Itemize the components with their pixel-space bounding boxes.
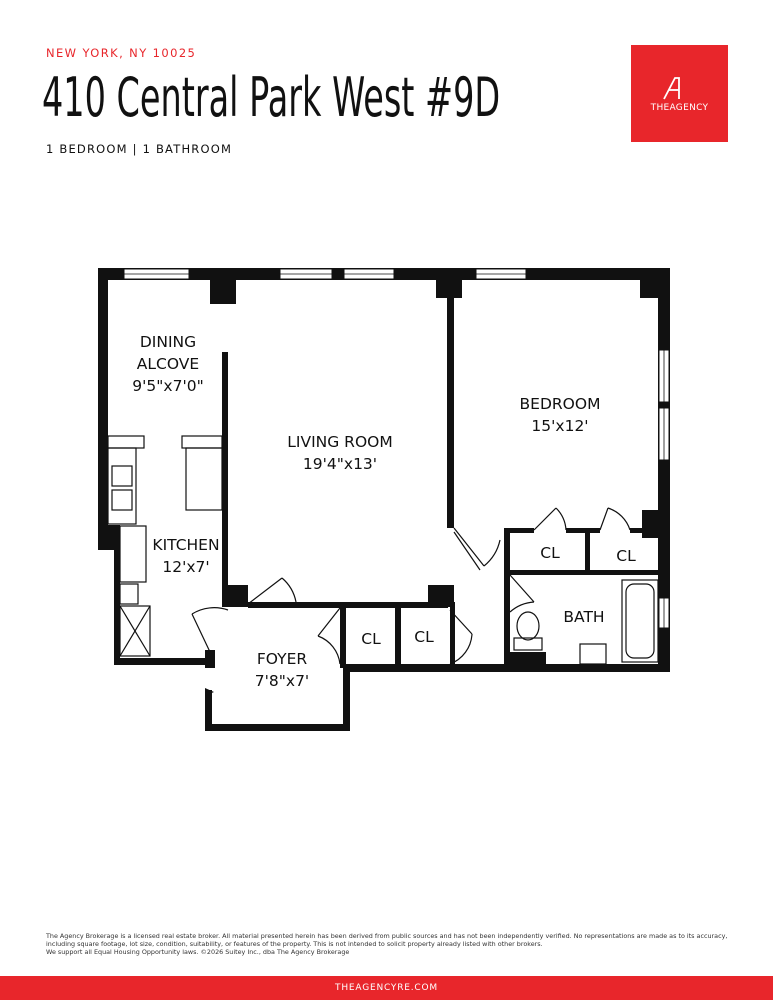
living-room-name: LIVING ROOM [287,433,393,451]
window-center-lines [124,273,665,628]
agency-logo: THEAGENCY [631,45,728,142]
room-label-closet-bedroom-2: CL [616,547,636,565]
room-label-dining: DINING ALCOVE 9'5"x7'0" [128,331,208,397]
bedroom-name: BEDROOM [519,395,601,413]
foyer-dimensions: 7'8"x7' [254,672,310,690]
footer-website-link[interactable]: THEAGENCYRE.COM [335,983,438,993]
footer-bar: THEAGENCYRE.COM [0,976,773,1000]
floor-plan-fixtures [107,435,659,665]
room-label-closet-bedroom-1: CL [540,544,560,562]
page-title: 410 Central Park West #9D [42,66,501,129]
dining-name-line1: DINING [139,333,197,351]
disclaimer-line-3: We support all Equal Housing Opportunity… [46,948,350,957]
disclaimer-line-1: The Agency Brokerage is a licensed real … [46,932,728,940]
room-label-closet-foyer-2: CL [414,628,434,646]
floor-plan-walls [98,268,670,731]
room-label-foyer: FOYER 7'8"x7' [240,648,324,692]
room-label-bedroom: BEDROOM 15'x12' [502,393,618,437]
bedroom-dimensions: 15'x12' [531,417,589,435]
dining-name-line2: ALCOVE [136,355,200,373]
kitchen-name: KITCHEN [152,536,220,554]
location-label: NEW YORK, NY 10025 [46,46,197,60]
unit-summary: 1 BEDROOM | 1 BATHROOM [46,142,233,156]
bath-name: BATH [563,608,605,626]
living-room-dimensions: 19'4"x13' [302,455,378,473]
floor-plan-doors [191,507,631,665]
agency-logo-text: THEAGENCY [650,103,709,113]
disclaimer-line-2: including square footage, lot size, cond… [46,940,543,949]
kitchen-dimensions: 12'x7' [162,558,210,576]
agency-logo-mark-icon [663,77,680,100]
foyer-name: FOYER [256,650,308,668]
entry-arrow-icon [205,688,214,696]
room-label-bath: BATH [556,606,612,628]
room-label-living: LIVING ROOM 19'4"x13' [266,431,414,475]
room-label-closet-foyer-1: CL [361,630,381,648]
dining-dimensions: 9'5"x7'0" [132,377,204,395]
legal-disclaimer: The Agency Brokerage is a licensed real … [46,932,736,957]
room-label-kitchen: KITCHEN 12'x7' [142,534,230,578]
